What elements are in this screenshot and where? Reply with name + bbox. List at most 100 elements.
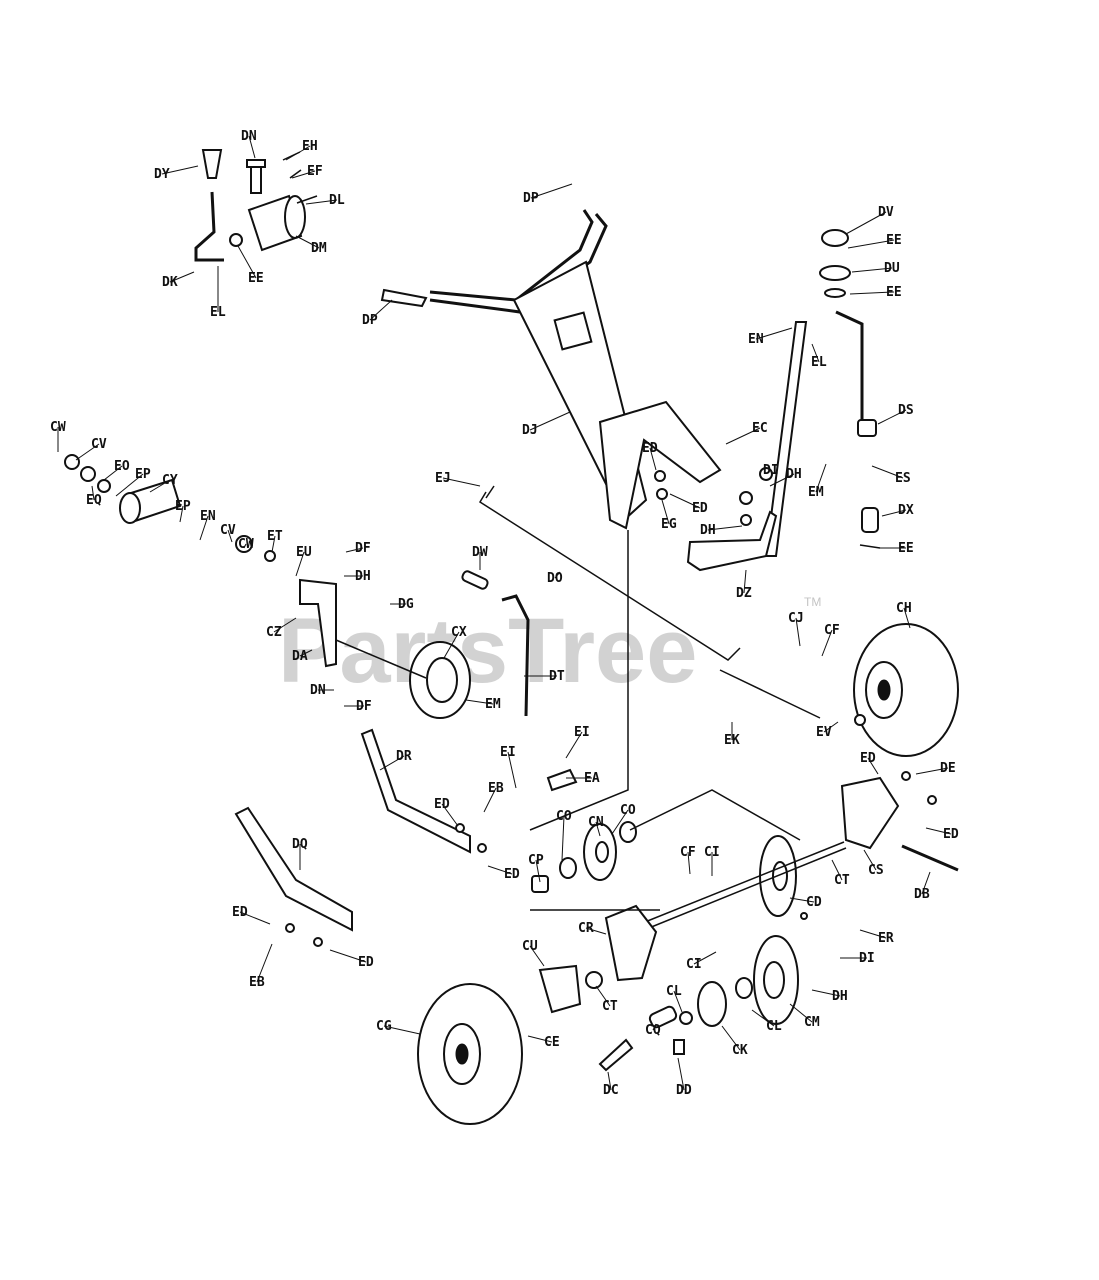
callout-leader: [239, 911, 271, 925]
callout-leader: [554, 571, 561, 579]
callout-label-db: DB: [914, 887, 930, 902]
callout-label-cg: CG: [376, 1019, 392, 1034]
callout-leader: [227, 529, 233, 543]
callout-label-eq: EQ: [86, 493, 102, 508]
idler-gear: [583, 823, 617, 881]
callout-leader: [585, 927, 607, 935]
shift-knob: [201, 149, 223, 179]
callout-leader: [673, 990, 683, 1013]
callout-label-dp: DP: [523, 191, 539, 206]
callout-leader: [465, 699, 494, 705]
callout-label-eb: EB: [249, 975, 265, 990]
assembly-outline: [529, 530, 821, 911]
callout-label-ed: ED: [358, 955, 374, 970]
callout-label-cl: CL: [766, 1019, 782, 1034]
axle-spacer: [648, 1005, 678, 1029]
callout-leader: [527, 1035, 553, 1043]
callout-leader: [743, 569, 747, 594]
callout-leader: [565, 731, 583, 759]
callout-leader: [379, 755, 405, 771]
callout-leader: [847, 239, 895, 249]
callout-leader: [115, 473, 144, 497]
callout-leader: [811, 989, 841, 997]
callout-leader: [611, 809, 629, 835]
callout-label-ed: ED: [692, 501, 708, 516]
shift-bracket: [229, 194, 306, 252]
large-gear: [753, 935, 799, 1025]
knob-cap: [821, 229, 849, 247]
callout-leader: [687, 851, 691, 875]
callout-leader: [237, 245, 257, 279]
callout-leader: [561, 815, 565, 861]
drive-pulley: [335, 639, 471, 719]
callout-label-cz: CZ: [266, 625, 282, 640]
shift-rod: [835, 310, 877, 437]
callout-label-dz: DZ: [736, 586, 752, 601]
wheel-left: [417, 983, 523, 1125]
callout-leader: [285, 145, 311, 161]
callout-leader: [867, 757, 879, 775]
callout-leader: [295, 235, 320, 249]
callout-leader: [248, 135, 256, 159]
callout-leader: [369, 299, 393, 321]
callout-leader: [877, 409, 907, 425]
callout-leader: [693, 951, 717, 965]
callout-label-er: ER: [878, 931, 894, 946]
callout-label-da: DA: [292, 649, 308, 664]
control-plate: [764, 321, 808, 557]
callout-leader: [273, 617, 297, 633]
axle-bushings: [531, 821, 637, 893]
callout-label-ee: EE: [248, 271, 264, 286]
callout-leader: [299, 649, 313, 657]
callout-leader: [881, 509, 907, 517]
callout-leader: [863, 849, 877, 871]
callout-label-dj: DJ: [522, 423, 538, 438]
callout-label-dk: DK: [162, 275, 178, 290]
callout-leader: [851, 267, 893, 273]
callout-leader: [921, 871, 931, 895]
callout-leaders: [57, 135, 952, 1091]
callout-leader: [443, 631, 460, 659]
callout-leader: [529, 945, 545, 967]
bolts: [598, 1038, 685, 1072]
callout-leader: [795, 617, 801, 647]
callout-leader: [271, 535, 276, 553]
callout-leader: [529, 411, 571, 431]
callout-label-cr: CR: [578, 921, 594, 936]
callout-leader: [871, 465, 904, 479]
callout-leader: [652, 1023, 657, 1031]
callout-leader: [483, 787, 497, 813]
callout-label-el: EL: [210, 305, 226, 320]
callout-leader: [755, 327, 793, 340]
callout-leader: [530, 183, 573, 199]
callout-label-dn: DN: [310, 683, 326, 698]
callout-leader: [789, 897, 815, 903]
callout-leader: [507, 751, 517, 789]
watermark: PartsTree: [278, 600, 697, 702]
shift-arm: [501, 594, 530, 717]
callout-leader: [677, 1057, 685, 1091]
callout-label-do: DO: [547, 571, 563, 586]
callout-label-ct: CT: [834, 873, 850, 888]
bellcrank: [686, 510, 778, 572]
callout-leader: [256, 943, 273, 983]
callout-leader: [91, 485, 95, 501]
callout-leader: [859, 929, 887, 939]
callout-label-ct: CT: [602, 999, 618, 1014]
callout-leader: [849, 291, 895, 295]
callout-label-dy: DY: [154, 167, 170, 182]
frame-bracket-left: [234, 806, 353, 932]
callout-leader: [669, 493, 701, 509]
wheel-right: [853, 623, 959, 757]
callout-label-ej: EJ: [435, 471, 451, 486]
belt-guide: [299, 578, 337, 668]
callout-leader: [649, 447, 657, 471]
upper-handle: [380, 209, 608, 314]
callout-label-dm: DM: [311, 241, 327, 256]
watermark-trademark: TM: [804, 595, 821, 609]
callout-label-es: ES: [895, 471, 911, 486]
callout-leader: [75, 443, 100, 461]
callout-label-em: EM: [808, 485, 824, 500]
callout-label-ed: ED: [943, 827, 959, 842]
callout-label-ce: CE: [544, 1035, 560, 1050]
